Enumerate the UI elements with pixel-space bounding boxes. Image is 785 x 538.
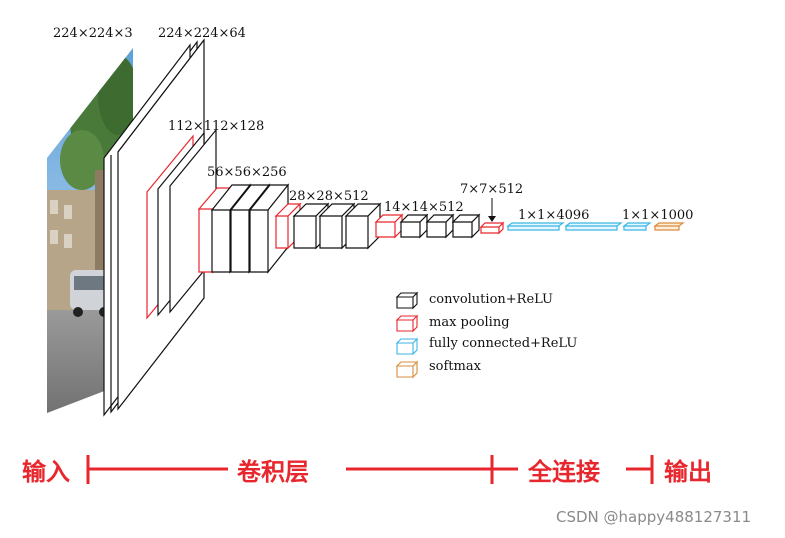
dim-label-block4: 28×28×512 <box>289 189 369 204</box>
block4-conv-layer-3 <box>344 202 382 250</box>
block5-conv-layer-1 <box>399 213 429 239</box>
fc-layers <box>506 222 685 231</box>
section-label-input: 输入 <box>22 458 70 486</box>
legend-item-fc: fully connected+ReLU <box>395 336 577 356</box>
legend-label-conv: convolution+ReLU <box>429 292 553 307</box>
legend-item-conv: convolution+ReLU <box>395 291 553 310</box>
pool5-arrowhead <box>488 216 496 222</box>
block5-conv-layer-3 <box>451 213 481 239</box>
block4-layers <box>274 202 382 250</box>
dimension-labels: 224×224×3 224×224×64 112×112×128 56×56×2… <box>53 26 693 223</box>
dim-label-fc1: 1×1×4096 <box>518 208 589 223</box>
legend-label-pool: max pooling <box>429 315 510 330</box>
legend-item-softmax: softmax <box>395 359 482 379</box>
block5-conv-layer-2 <box>425 213 455 239</box>
block5-layers <box>374 213 481 239</box>
dim-label-fc3: 1×1×1000 <box>622 208 693 223</box>
legend-item-pool: max pooling <box>395 314 510 333</box>
watermark: CSDN @happy488127311 <box>556 508 751 526</box>
fc2-layer <box>564 222 623 231</box>
legend-swatch-conv <box>395 291 419 310</box>
softmax-layer <box>653 222 685 231</box>
legend-label-fc: fully connected+ReLU <box>429 336 577 351</box>
dim-label-input: 224×224×3 <box>53 26 133 41</box>
section-label-fc: 全连接 <box>527 458 600 486</box>
block3-layers <box>197 183 290 274</box>
legend-swatch-fc <box>395 337 419 356</box>
block2-layers <box>146 128 217 320</box>
dim-label-pool5: 7×7×512 <box>460 182 523 197</box>
block5-pool-layer <box>374 213 404 239</box>
section-label-output: 输出 <box>664 458 712 486</box>
dim-label-block5: 14×14×512 <box>384 200 464 215</box>
section-label-conv: 卷积层 <box>237 458 309 486</box>
section-bar: 输入 卷积层 全连接 输出 <box>22 455 712 486</box>
legend: convolution+ReLU max pooling fully conne… <box>395 291 577 379</box>
fc1-layer <box>506 222 565 231</box>
pool5-layer <box>479 198 505 235</box>
legend-label-softmax: softmax <box>429 359 482 374</box>
fc3-layer <box>622 222 652 231</box>
dim-label-block2: 112×112×128 <box>168 119 264 134</box>
dim-label-block3: 56×56×256 <box>207 165 287 180</box>
legend-swatch-pool <box>395 314 419 333</box>
legend-swatch-softmax <box>395 360 419 379</box>
dim-label-block1: 224×224×64 <box>158 26 246 41</box>
